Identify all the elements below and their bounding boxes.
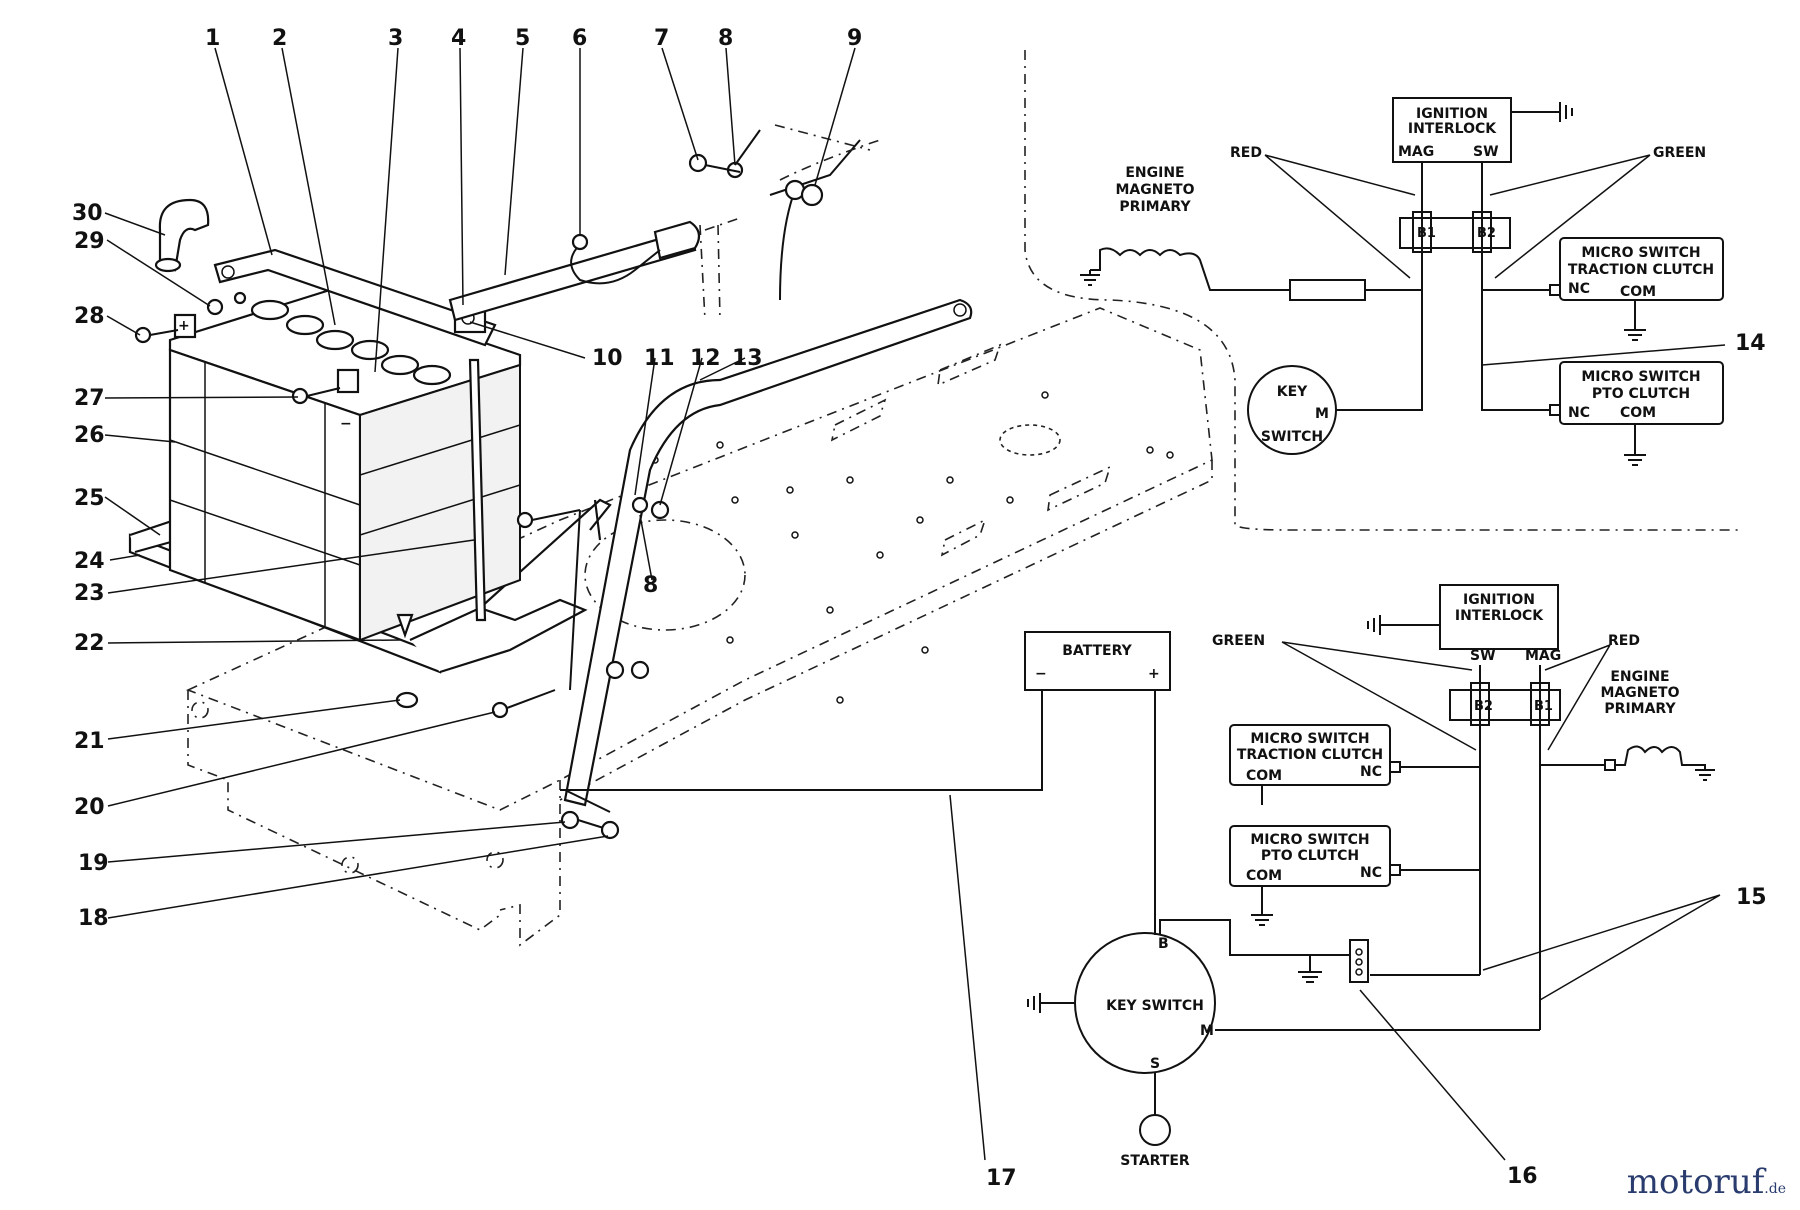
callout-4: 4 [451, 26, 466, 51]
callout-23: 23 [74, 581, 105, 606]
top-schematic: IGNITION INTERLOCK MAG SW B1 B2 RED GREE… [1080, 97, 1726, 466]
bottom-battery-plus: + [1148, 666, 1160, 682]
callout-numbers: 1 2 3 4 5 6 7 8 9 10 11 12 13 14 15 16 1… [72, 26, 1767, 1191]
top-red-label: RED [1230, 145, 1262, 161]
callout-leaders [104, 47, 856, 919]
callout-13: 13 [732, 346, 763, 371]
top-switch-label: SWITCH [1261, 429, 1323, 445]
callout-7: 7 [654, 26, 669, 51]
top-ms-pto-com: COM [1620, 405, 1656, 421]
callout-29: 29 [74, 229, 105, 254]
watermark-logo: motoruf.de [1627, 1162, 1786, 1202]
callout-21: 21 [74, 729, 105, 754]
callout-20: 20 [74, 795, 105, 820]
callout-25: 25 [74, 486, 105, 511]
callout-9: 9 [847, 26, 862, 51]
callout-6: 6 [572, 26, 587, 51]
callout-12: 12 [690, 346, 721, 371]
top-key-label: KEY [1277, 384, 1308, 400]
bottom-ms-pto-nc: NC [1360, 865, 1382, 881]
bottom-engine-line1: ENGINE [1610, 669, 1669, 685]
callout-5: 5 [515, 26, 530, 51]
bottom-key-s-label: S [1150, 1056, 1160, 1072]
callout-14: 14 [1735, 331, 1766, 356]
top-ms-traction-nc: NC [1568, 281, 1590, 297]
top-green-label: GREEN [1653, 145, 1706, 161]
bottom-ms-pto-line2: PTO CLUTCH [1261, 848, 1359, 864]
top-engine-line1: ENGINE [1125, 165, 1184, 181]
callout-1: 1 [205, 26, 220, 51]
watermark-brand: motoruf [1626, 1162, 1765, 1202]
bottom-ms-pto-com: COM [1246, 868, 1282, 884]
callout-17: 17 [986, 1166, 1017, 1191]
bottom-engine-line2: MAGNETO [1601, 685, 1680, 701]
top-engine-line2: MAGNETO [1116, 182, 1195, 198]
bottom-ms-traction-nc: NC [1360, 764, 1382, 780]
bottom-ms-traction-line1: MICRO SWITCH [1250, 731, 1369, 747]
bottom-key-m-label: M [1200, 1023, 1214, 1039]
hold-down-bar [213, 248, 497, 347]
bottom-battery-minus: − [1035, 666, 1047, 682]
callout-10: 10 [592, 346, 623, 371]
top-interlock-line1: IGNITION [1416, 106, 1488, 122]
bottom-starter-label: STARTER [1120, 1153, 1190, 1169]
bottom-engine-line3: PRIMARY [1604, 701, 1676, 717]
bottom-b1: B1 [1534, 699, 1553, 714]
callout-8-lower: 8 [643, 573, 658, 598]
bottom-schematic: IGNITION INTERLOCK SW MAG B2 B1 GREEN RE… [560, 584, 1721, 1169]
top-b2: B2 [1477, 226, 1496, 241]
cable-elbow-boot [154, 198, 210, 273]
tractor-frame [185, 307, 1213, 947]
callout-28: 28 [74, 304, 105, 329]
battery-minus-mark: − [340, 416, 352, 432]
bottom-ms-traction-com: COM [1246, 768, 1282, 784]
bottom-key-b-label: B [1158, 936, 1169, 952]
top-b1: B1 [1417, 226, 1436, 241]
callout-16: 16 [1507, 1164, 1538, 1189]
bottom-ms-pto-line1: MICRO SWITCH [1250, 832, 1369, 848]
top-ms-traction-com: COM [1620, 284, 1656, 300]
callout-2: 2 [272, 26, 287, 51]
bottom-key-switch-label: KEY SWITCH [1106, 998, 1204, 1014]
top-ms-pto-line1: MICRO SWITCH [1581, 369, 1700, 385]
bottom-battery-label: BATTERY [1062, 643, 1132, 659]
callout-22: 22 [74, 631, 105, 656]
callout-18: 18 [78, 906, 109, 931]
bottom-red-label: RED [1608, 633, 1640, 649]
callout-24: 24 [74, 549, 105, 574]
control-bracket [563, 298, 973, 813]
watermark-tld: .de [1764, 1181, 1786, 1197]
cable-tube [448, 124, 881, 322]
top-ms-pto-line2: PTO CLUTCH [1592, 386, 1690, 402]
top-interlock-line2: INTERLOCK [1408, 121, 1497, 137]
battery-plus-mark: + [178, 318, 190, 334]
top-key-m-label: M [1315, 406, 1329, 422]
schematic-boundary [1024, 50, 1740, 531]
bottom-interlock-line1: IGNITION [1463, 592, 1535, 608]
hardware [134, 291, 670, 840]
bottom-ms-traction-line2: TRACTION CLUTCH [1237, 747, 1383, 763]
top-mag-label: MAG [1398, 144, 1434, 160]
bottom-b2: B2 [1474, 699, 1493, 714]
callout-27: 27 [74, 386, 105, 411]
top-ms-traction-line1: MICRO SWITCH [1581, 245, 1700, 261]
callout-11: 11 [644, 346, 675, 371]
callout-30: 30 [72, 201, 103, 226]
battery: + − [168, 288, 522, 642]
top-sw-label: SW [1473, 144, 1499, 160]
bottom-interlock-line2: INTERLOCK [1455, 608, 1544, 624]
bottom-green-label: GREEN [1212, 633, 1265, 649]
callout-15: 15 [1736, 885, 1767, 910]
top-ms-traction-line2: TRACTION CLUTCH [1568, 262, 1714, 278]
callout-8: 8 [718, 26, 733, 51]
top-engine-line3: PRIMARY [1119, 199, 1191, 215]
top-ms-pto-nc: NC [1568, 405, 1590, 421]
callout-19: 19 [78, 851, 109, 876]
callout-26: 26 [74, 423, 105, 448]
callout-3: 3 [388, 26, 403, 51]
bottom-sw-label: SW [1470, 648, 1496, 664]
bottom-mag-label: MAG [1525, 648, 1561, 664]
